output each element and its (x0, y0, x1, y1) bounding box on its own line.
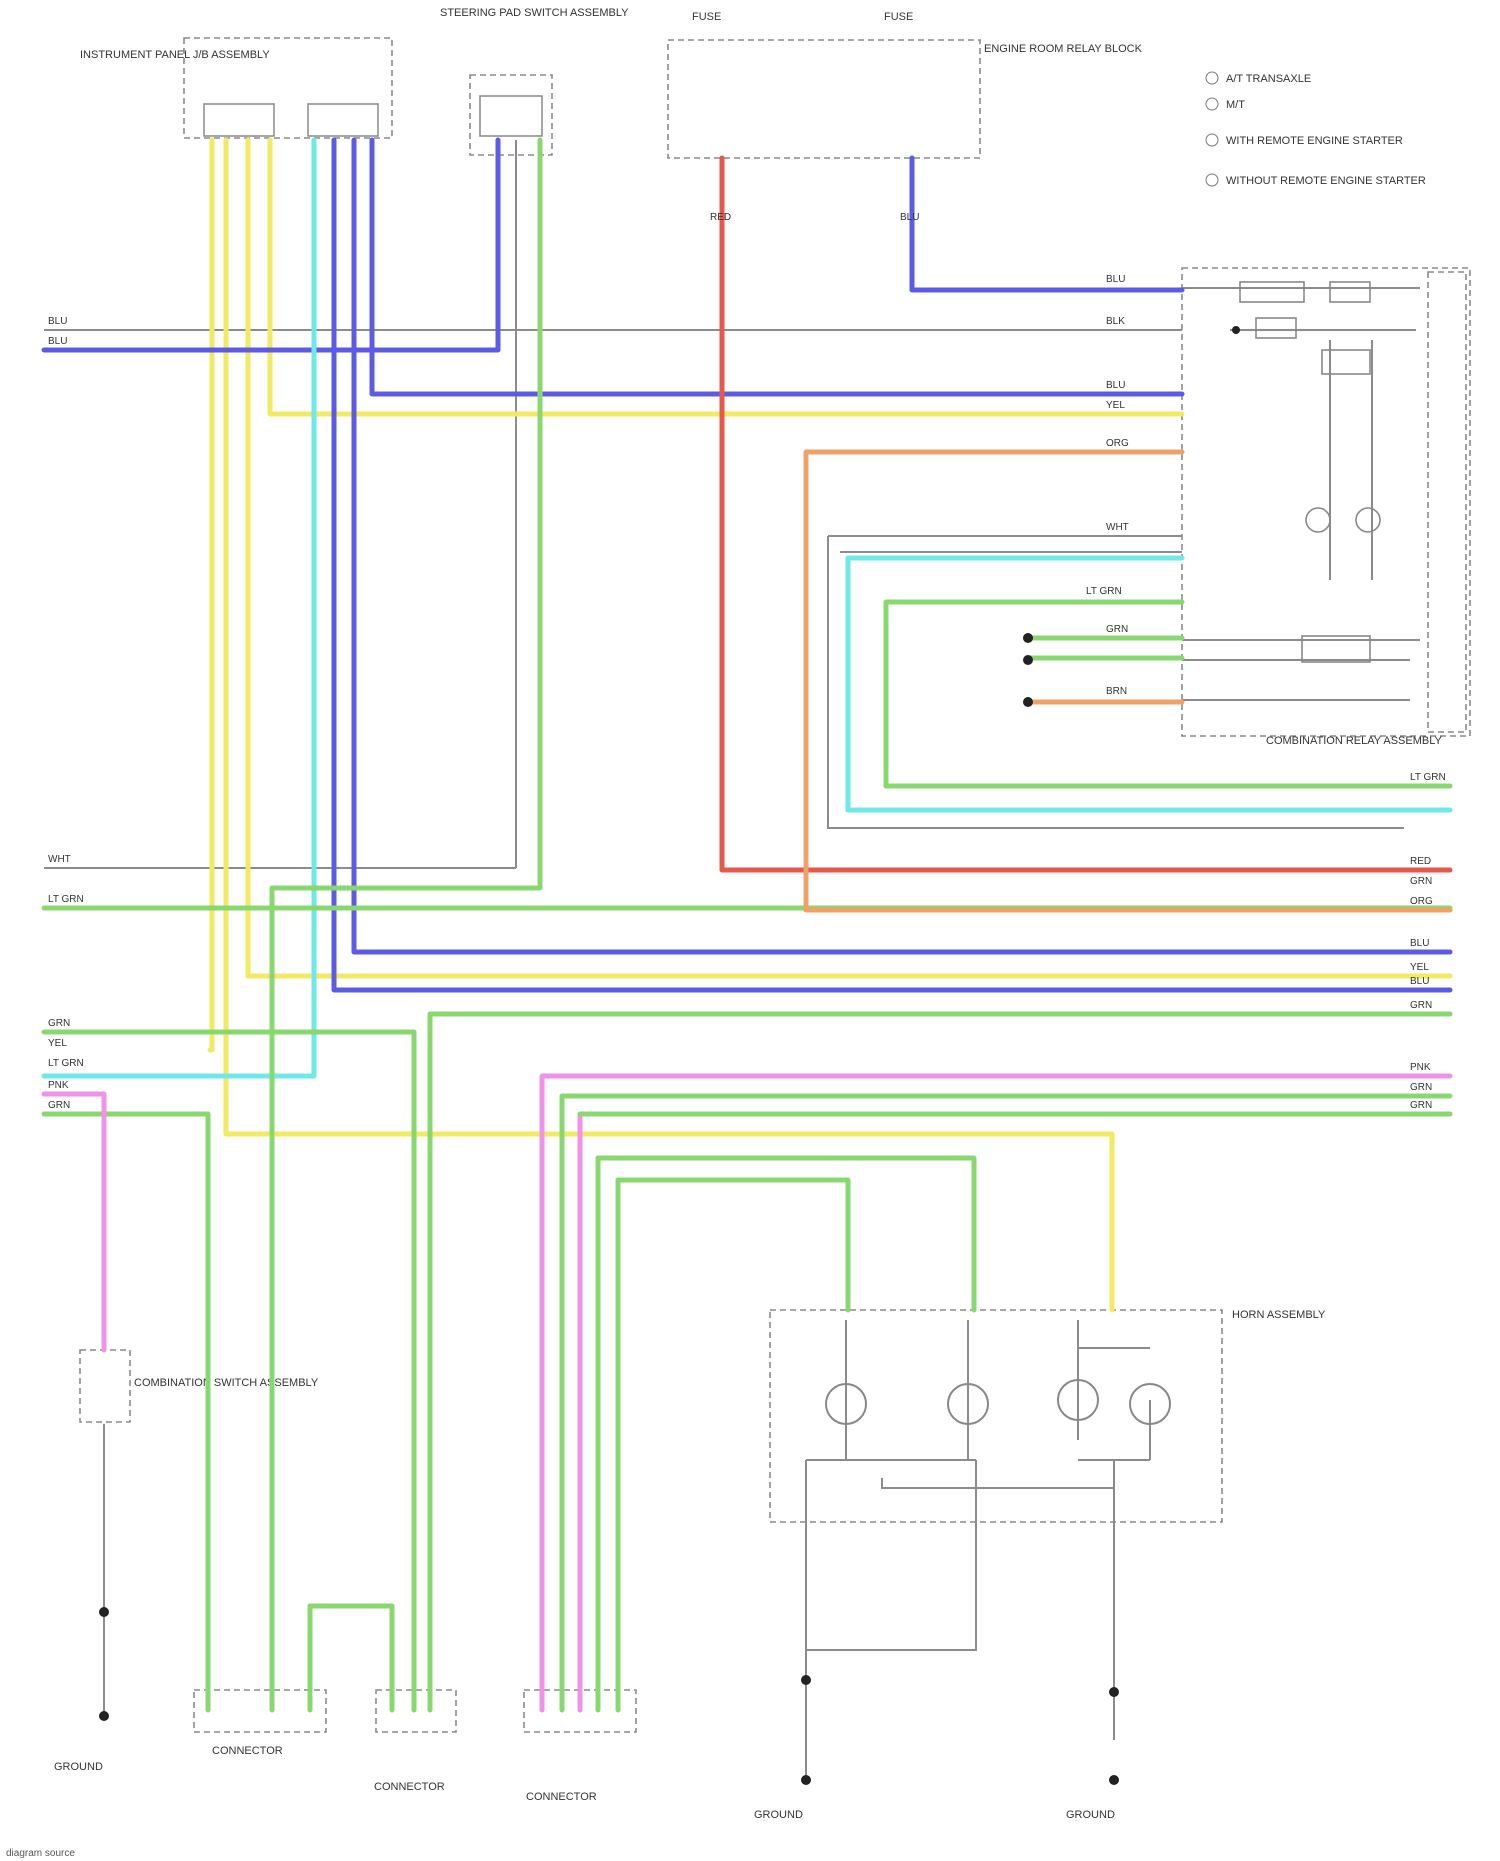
combination-relay-box (1182, 268, 1470, 736)
wire-label-org-relay: ORG (1106, 438, 1129, 449)
wire-label-blu-right-2: BLU (1410, 976, 1429, 987)
wire-label-blu-left-2: BLU (48, 336, 67, 347)
horn-assembly-box (770, 1310, 1222, 1522)
combination-relay-label: COMBINATION RELAY ASSEMBLY (1266, 735, 1443, 747)
wire-label-pnk-left: PNK (48, 1080, 69, 1091)
connector-3-label: CONNECTOR (526, 1791, 597, 1803)
wire-label-grn-left-2: GRN (48, 1100, 70, 1111)
wire-label-wht-relay: WHT (1106, 522, 1129, 533)
wire-label-blu-left: BLU (48, 316, 67, 327)
combination-switch-label: COMBINATION SWITCH ASSEMBLY (134, 1377, 319, 1389)
fuse-a-label: FUSE (692, 11, 721, 23)
ground-b-label: GROUND (754, 1809, 803, 1821)
wire-label-grn-right-4: GRN (1410, 1100, 1432, 1111)
wire-label-grn-relay: GRN (1106, 624, 1128, 635)
green-wires (44, 140, 1450, 1710)
connector-box-1 (194, 1690, 326, 1732)
orange-wires (806, 452, 1450, 910)
legend-item-1: A/T TRANSAXLE (1226, 73, 1311, 85)
wire-label-red-vertical: RED (710, 212, 731, 223)
horn-symbols (826, 1380, 1170, 1424)
cyan-wires (44, 140, 1450, 1076)
wire-label-blu-vertical: BLU (900, 212, 919, 223)
wire-label-wht-left: WHT (48, 854, 71, 865)
wire-label-ltgrn-left: LT GRN (48, 894, 84, 905)
wire-label-brn-relay: BRN (1106, 686, 1127, 697)
relay-internals (1240, 282, 1380, 662)
wire-label-blu-right: BLU (1410, 938, 1429, 949)
combination-switch-box (80, 1350, 130, 1422)
wire-label-ltgrn-right: LT GRN (1410, 772, 1446, 783)
ground-a-label: GROUND (54, 1761, 103, 1773)
connector-1-label: CONNECTOR (212, 1745, 283, 1757)
yellow-wires (210, 140, 1450, 1310)
wire-label-yel-left: YEL (48, 1038, 67, 1049)
relay-inner-box (1428, 272, 1466, 732)
footer-text: diagram source (6, 1848, 75, 1859)
wire-label-yel-right: YEL (1410, 962, 1429, 973)
fuse-relay-box (668, 40, 980, 158)
steering-pad-label: STEERING PAD SWITCH ASSEMBLY (440, 7, 629, 19)
wire-label-grn-right: GRN (1410, 876, 1432, 887)
legend: A/T TRANSAXLE M/T WITH REMOTE ENGINE STA… (1206, 72, 1426, 187)
blue-wires (44, 140, 1450, 990)
wire-label-blu-relay: BLU (1106, 274, 1125, 285)
wire-label-org-right: ORG (1410, 896, 1433, 907)
relay-box-label: ENGINE ROOM RELAY BLOCK (984, 43, 1143, 55)
red-wire (722, 158, 1450, 870)
legend-item-3: WITH REMOTE ENGINE STARTER (1226, 135, 1403, 147)
wire-label-grn-right-2: GRN (1410, 1000, 1432, 1011)
legend-item-2: M/T (1226, 99, 1245, 111)
pink-wires (44, 1076, 1450, 1710)
fuse-b-label: FUSE (884, 11, 913, 23)
instrument-panel-label: INSTRUMENT PANEL J/B ASSEMBLY (80, 49, 270, 61)
legend-item-4: WITHOUT REMOTE ENGINE STARTER (1226, 175, 1426, 187)
instrument-panel-connectors (204, 96, 542, 136)
wire-label-grn-right-3: GRN (1410, 1082, 1432, 1093)
wire-label-red-right: RED (1410, 856, 1431, 867)
wire-label-ltgrn-relay: LT GRN (1086, 586, 1122, 597)
wire-label-ltgrn-left-2: LT GRN (48, 1058, 84, 1069)
ground-c-label: GROUND (1066, 1809, 1115, 1821)
horn-assembly-label: HORN ASSEMBLY (1232, 1309, 1326, 1321)
wire-label-grn-left: GRN (48, 1018, 70, 1029)
wire-label-yel-relay: YEL (1106, 400, 1125, 411)
wire-label-pnk-right: PNK (1410, 1062, 1431, 1073)
wire-label-blk-relay: BLK (1106, 316, 1125, 327)
wire-label-blu-relay-2: BLU (1106, 380, 1125, 391)
connector-2-label: CONNECTOR (374, 1781, 445, 1793)
